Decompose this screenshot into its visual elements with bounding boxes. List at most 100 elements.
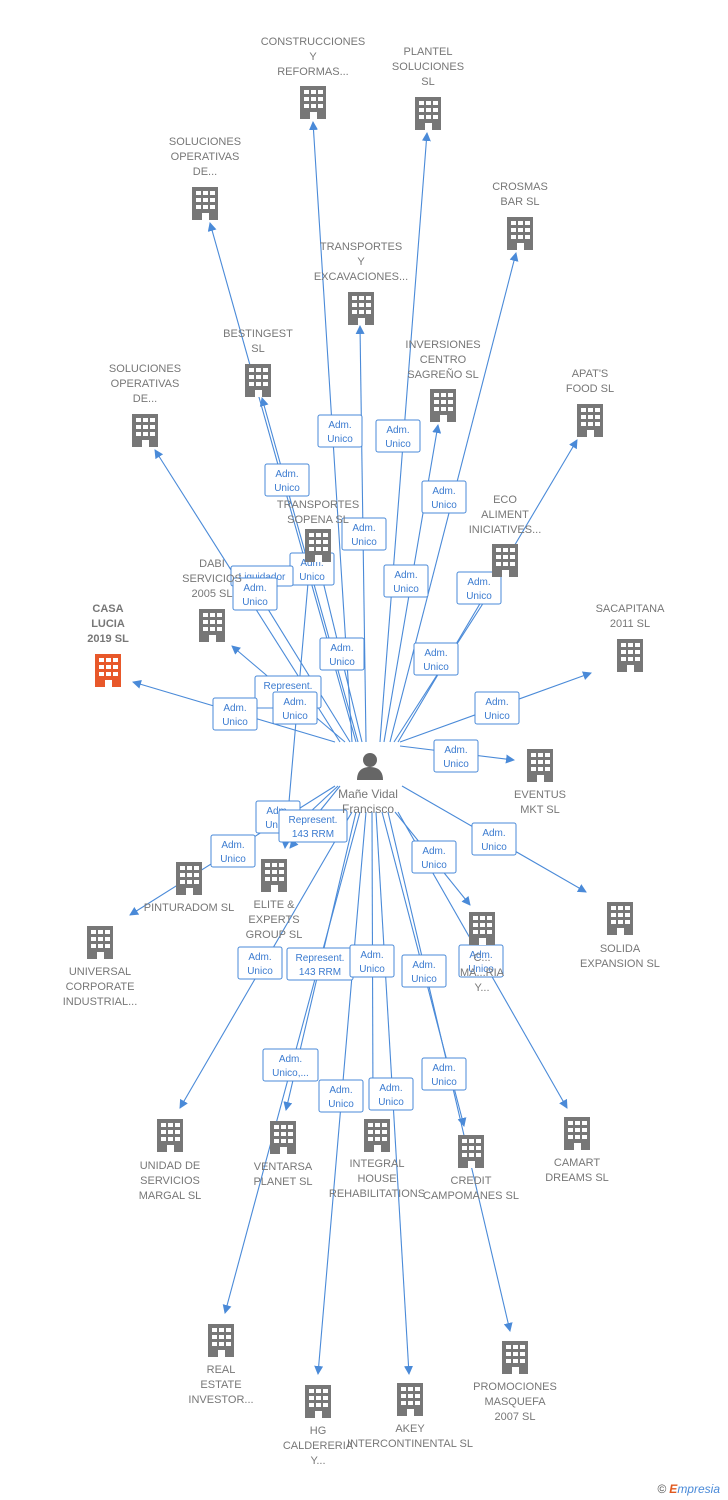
brand-rest: mpresia (677, 1482, 720, 1496)
relation-text: Unico (359, 964, 385, 975)
company-label-line: SOPENA SL (287, 514, 349, 526)
relation-badge-plantel[interactable]: Adm.Unico (375, 419, 421, 453)
building-icon (564, 1117, 590, 1150)
relation-badge-sacapitana[interactable]: Adm.Unico (474, 691, 520, 725)
relation-box (411, 840, 457, 874)
relation-badge-casa[interactable]: Adm. Unico (212, 697, 258, 731)
company-label-line: CROSMAS (492, 181, 548, 193)
relation-badge-soluciones2[interactable]: Adm.Unico (232, 577, 278, 611)
relation-text: Unico (481, 842, 507, 853)
relation-badge-inversiones[interactable]: Adm. Unico (383, 564, 429, 598)
building-icon (87, 926, 113, 959)
relation-badge-crosmas[interactable]: Adm.Unico (421, 480, 467, 514)
company-node-pinturadom[interactable]: PINTURADOM SL (144, 862, 234, 914)
building-icon (397, 1383, 423, 1416)
relation-badge-eco[interactable]: Adm.Unico (413, 642, 459, 676)
relation-badge-soluciones1[interactable]: Adm.Unico (264, 463, 310, 497)
relation-badge-camart[interactable]: Adm.Unico (458, 944, 504, 978)
relation-box (210, 834, 256, 868)
company-node-real-estate[interactable]: REALESTATEINVESTOR... (188, 1324, 254, 1406)
relation-badge-ventarsa-rep[interactable]: Represent.143 RRM (286, 947, 354, 981)
relation-badge-bestingest[interactable]: Adm.Unico (319, 637, 365, 671)
building-icon (364, 1119, 390, 1152)
relation-badge-transexc[interactable]: Adm.Unico (341, 517, 387, 551)
relation-text: Adm. (223, 703, 246, 714)
relation-badge-eventus[interactable]: Adm.Unico (433, 739, 479, 773)
building-icon (607, 902, 633, 935)
company-label-line: 2005 SL (192, 588, 233, 600)
company-node-eco[interactable]: ECOALIMENTINICIATIVES... (469, 494, 542, 577)
relation-badge-unidad[interactable]: Adm.Unico (237, 946, 283, 980)
relation-text: Unico (393, 584, 419, 595)
relation-text: Unico (222, 717, 248, 728)
building-icon (617, 639, 643, 672)
relation-box (413, 642, 459, 676)
company-label-line: DREAMS SL (545, 1172, 609, 1184)
company-node-soluciones-op-2[interactable]: SOLUCIONESOPERATIVASDE... (109, 363, 181, 447)
company-label-line: CALDERERIA (283, 1440, 354, 1452)
company-node-comercial[interactable]: C...MA...RIAY... (460, 912, 505, 994)
relation-badge-integral[interactable]: Adm.Unico (349, 944, 395, 978)
relation-badge-promociones[interactable]: Adm.Unico (421, 1057, 467, 1091)
relation-badge-elite-rep[interactable]: Represent.143 RRM (278, 809, 348, 843)
company-node-soluciones-op-1[interactable]: SOLUCIONESOPERATIVASDE... (169, 136, 241, 220)
company-label-line: CREDIT (451, 1175, 492, 1187)
relation-box (319, 637, 365, 671)
company-node-hg[interactable]: HGCALDERERIAY... (283, 1385, 354, 1467)
relation-text: Unico (443, 759, 469, 770)
company-node-universal[interactable]: UNIVERSALCORPORATEINDUSTRIAL... (63, 926, 138, 1008)
relation-badge-credit-a[interactable]: Adm.Unico (401, 954, 447, 988)
relation-badge-dabi2[interactable]: Adm.Unico (272, 691, 318, 725)
relation-text: Adm. (283, 697, 306, 708)
person-node[interactable]: Mañe Vidal Francisco (338, 753, 398, 816)
relation-text: 143 RRM (299, 967, 341, 978)
relation-text: Adm. (432, 486, 455, 497)
relation-box (456, 571, 502, 605)
company-node-construcciones[interactable]: CONSTRUCCIONESYREFORMAS... (261, 36, 366, 119)
relation-text: Adm. (394, 570, 417, 581)
relation-text: Unico,... (272, 1068, 309, 1079)
relation-box (401, 954, 447, 988)
company-label-line: SAGREÑO SL (407, 368, 479, 381)
relation-badge-apats[interactable]: Adm.Unico (456, 571, 502, 605)
relation-badge-comercial-a[interactable]: Adm.Unico (411, 840, 457, 874)
company-label-line: APAT'S (572, 368, 609, 380)
relation-badge-construcciones[interactable]: Adm.Unico (317, 414, 363, 448)
relation-badge-hg[interactable]: Adm.Unico (318, 1079, 364, 1113)
relation-text: Represent. (264, 681, 313, 692)
company-label-line: C... (473, 952, 490, 964)
relation-text: Unico (351, 537, 377, 548)
building-icon (270, 1121, 296, 1154)
building-icon (192, 187, 218, 220)
relation-text: Unico (484, 711, 510, 722)
relation-badge-akey[interactable]: Adm.Unico (368, 1077, 414, 1111)
relation-text: Unico (274, 483, 300, 494)
building-icon (300, 86, 326, 119)
relation-badge-pinturadom[interactable]: Adm.Unico (210, 834, 256, 868)
building-icon (415, 97, 441, 130)
company-node-transportes-exc[interactable]: TRANSPORTESYEXCAVACIONES... (314, 241, 408, 325)
relation-text: Unico (466, 591, 492, 602)
relation-badge-ventarsa[interactable]: Adm.Unico,... (262, 1048, 319, 1082)
relation-badge-solida[interactable]: Adm.Unico (471, 822, 517, 856)
